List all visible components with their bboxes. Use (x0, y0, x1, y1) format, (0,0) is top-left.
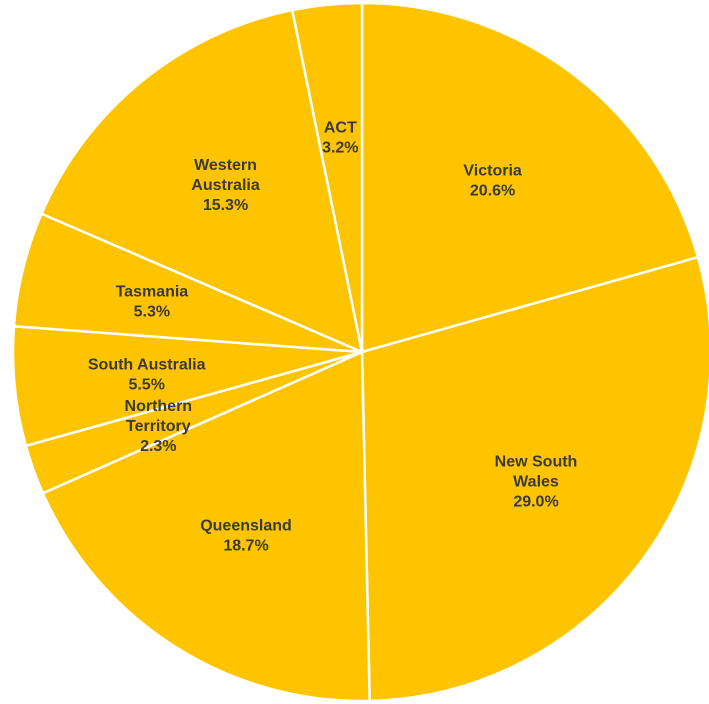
slice-label-line: Queensland (200, 518, 292, 535)
pie-slice-victoria (360, 1, 700, 354)
pie-slices (11, 1, 709, 703)
slice-label-line: Tasmania (116, 283, 189, 300)
slice-label-south-australia: South Australia 5.5% (88, 356, 206, 393)
slice-label-line: Australia (191, 177, 260, 194)
pie-slice-western-australia (40, 8, 364, 354)
slice-label-line: South Australia (88, 356, 206, 373)
slice-label-line: 18.7% (223, 538, 268, 555)
slice-label-line: Wales (513, 474, 559, 491)
pie-slice-queensland (41, 350, 371, 703)
slice-label-line: 5.5% (128, 376, 164, 393)
slice-label-act: ACT 3.2% (322, 120, 358, 157)
slice-label-line: 15.3% (203, 197, 248, 214)
slice-label-queensland: Queensland 18.7% (200, 518, 292, 555)
pie-slice-new-south-wales (360, 255, 709, 703)
slice-label-line: 5.3% (134, 303, 170, 320)
slice-label-line: 20.6% (470, 183, 515, 200)
slice-label-line: 29.0% (513, 494, 558, 511)
slice-label-line: 3.2% (322, 140, 358, 157)
slice-label-line: Territory (126, 418, 191, 435)
slice-label-line: Western (194, 157, 257, 174)
slice-label-line: Victoria (463, 163, 522, 180)
slice-label-victoria: Victoria 20.6% (463, 163, 522, 200)
slice-label-line: Northern (125, 398, 193, 415)
pie-slice-act (290, 1, 364, 354)
slice-label-tasmania: Tasmania 5.3% (116, 283, 189, 320)
slice-label-line: 2.3% (140, 438, 176, 455)
slice-label-line: ACT (324, 120, 357, 137)
slice-label-line: New South (495, 454, 578, 471)
